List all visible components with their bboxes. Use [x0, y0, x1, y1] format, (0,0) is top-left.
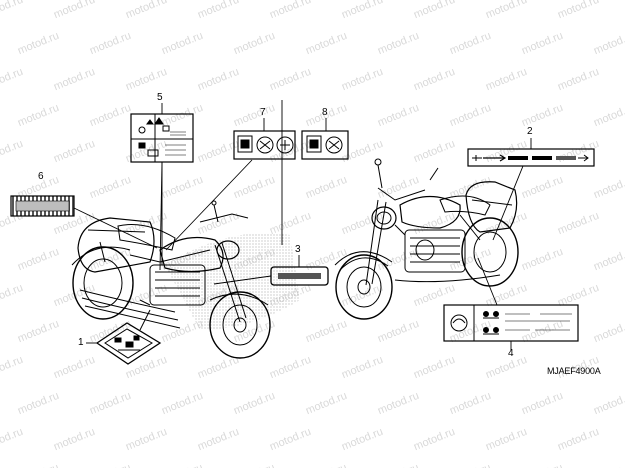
diagram-code: MJAEF4900A: [547, 366, 601, 376]
callout-3: 3: [295, 244, 301, 255]
callout-6: 6: [38, 171, 44, 182]
callout-2: 2: [527, 126, 533, 137]
callout-4: 4: [508, 348, 514, 359]
label-1-drawing: [95, 322, 162, 365]
callout-5: 5: [157, 92, 163, 103]
label-7-drawing: [233, 130, 296, 160]
callout-8: 8: [322, 107, 328, 118]
label-6-drawing: [10, 195, 75, 217]
left-motorcycle: [71, 200, 300, 359]
callout-1: 1: [78, 337, 84, 348]
label-2-drawing: [467, 148, 595, 167]
right-motorcycle: [334, 158, 519, 320]
label-5-drawing: [130, 113, 194, 163]
label-4-drawing: [443, 304, 579, 342]
leader-lines: [73, 100, 532, 350]
callout-7: 7: [260, 107, 266, 118]
label-8-drawing: [301, 130, 349, 160]
